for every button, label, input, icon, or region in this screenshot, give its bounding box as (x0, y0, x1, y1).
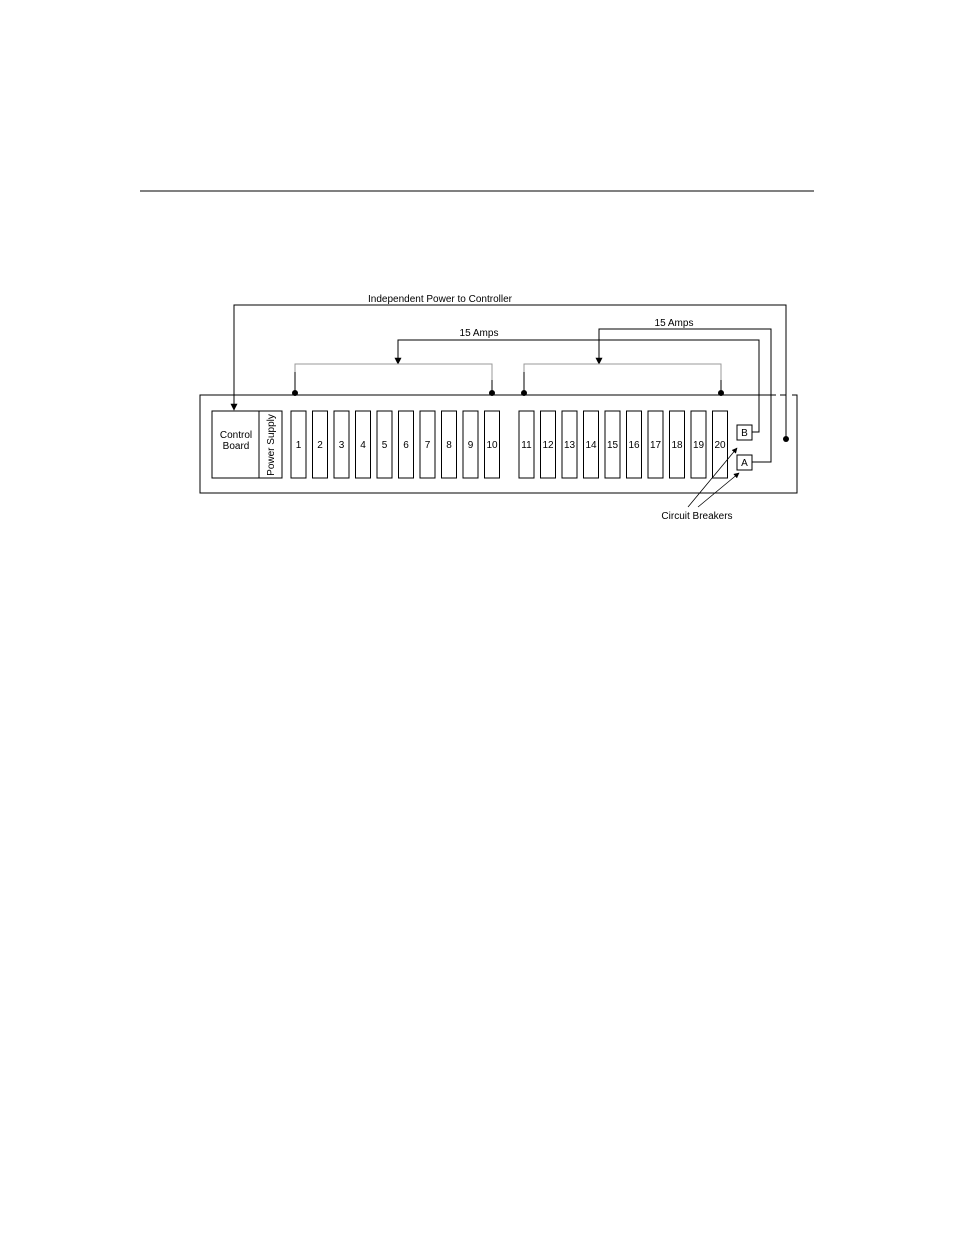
slot-6 (398, 410, 414, 479)
slot-18 (669, 410, 685, 479)
slot-11 (518, 410, 535, 479)
slot-16 (626, 410, 642, 479)
slot-20 (712, 410, 728, 479)
slot-16-label: 16 (628, 440, 640, 451)
slot-12 (540, 410, 556, 479)
power-supply-label: Power Supply (266, 414, 277, 476)
power-supply (258, 410, 283, 479)
slot-9-label: 9 (468, 440, 474, 451)
slot-5 (376, 410, 393, 479)
slot-9 (462, 410, 479, 479)
callout-line-b (687, 447, 738, 508)
slot-17-label: 17 (650, 440, 662, 451)
amps-left-label: 15 Amps (460, 328, 499, 339)
circuit-breakers-label: Circuit Breakers (661, 511, 732, 522)
independent-power-label: Independent Power to Controller (368, 294, 513, 305)
slot-18-label: 18 (671, 440, 683, 451)
left-bus (294, 363, 493, 392)
amps-right-label: 15 Amps (655, 318, 694, 329)
slot-3-label: 3 (339, 440, 345, 451)
slot-8 (441, 410, 457, 479)
slot-17 (647, 410, 664, 479)
slot-15-label: 15 (607, 440, 619, 451)
left-bus-node-1 (292, 390, 298, 396)
slot-19 (690, 410, 707, 479)
right-bus (523, 363, 722, 392)
slot-7 (419, 410, 436, 479)
breaker-b (736, 424, 753, 441)
slot-14 (583, 410, 599, 479)
independent-power-wire (230, 304, 787, 437)
slot-2 (312, 410, 328, 479)
slot-15 (604, 410, 621, 479)
callout-line-a (697, 472, 740, 508)
breaker-b-label: B (741, 428, 748, 439)
right-bus-node-20 (718, 390, 724, 396)
slot-8-label: 8 (446, 440, 452, 451)
slot-1 (290, 410, 307, 479)
slot-10-label: 10 (486, 440, 498, 451)
slot-13-label: 13 (564, 440, 576, 451)
amps-left-wire (394, 339, 760, 433)
slot-6-label: 6 (403, 440, 409, 451)
amps-right-wire (595, 328, 772, 463)
slot-7-label: 7 (425, 440, 431, 451)
slot-1-label: 1 (296, 440, 302, 451)
slot-14-label: 14 (585, 440, 597, 451)
slot-13 (561, 410, 578, 479)
breaker-a (736, 454, 753, 471)
control-board-label-line2: Board (223, 441, 250, 452)
slot-19-label: 19 (693, 440, 705, 451)
right-bus-node-11 (521, 390, 527, 396)
independent-power-junction (783, 436, 789, 442)
slot-12-label: 12 (542, 440, 554, 451)
breaker-a-label: A (741, 458, 748, 469)
slot-3 (333, 410, 350, 479)
slot-5-label: 5 (382, 440, 388, 451)
slot-2-label: 2 (317, 440, 323, 451)
slot-20-label: 20 (714, 440, 726, 451)
control-board-label-line1: Control (220, 430, 252, 441)
slot-11-label: 11 (521, 440, 532, 451)
slot-4 (355, 410, 371, 479)
left-bus-node-10 (489, 390, 495, 396)
slot-10 (484, 410, 500, 479)
slot-4-label: 4 (360, 440, 366, 451)
